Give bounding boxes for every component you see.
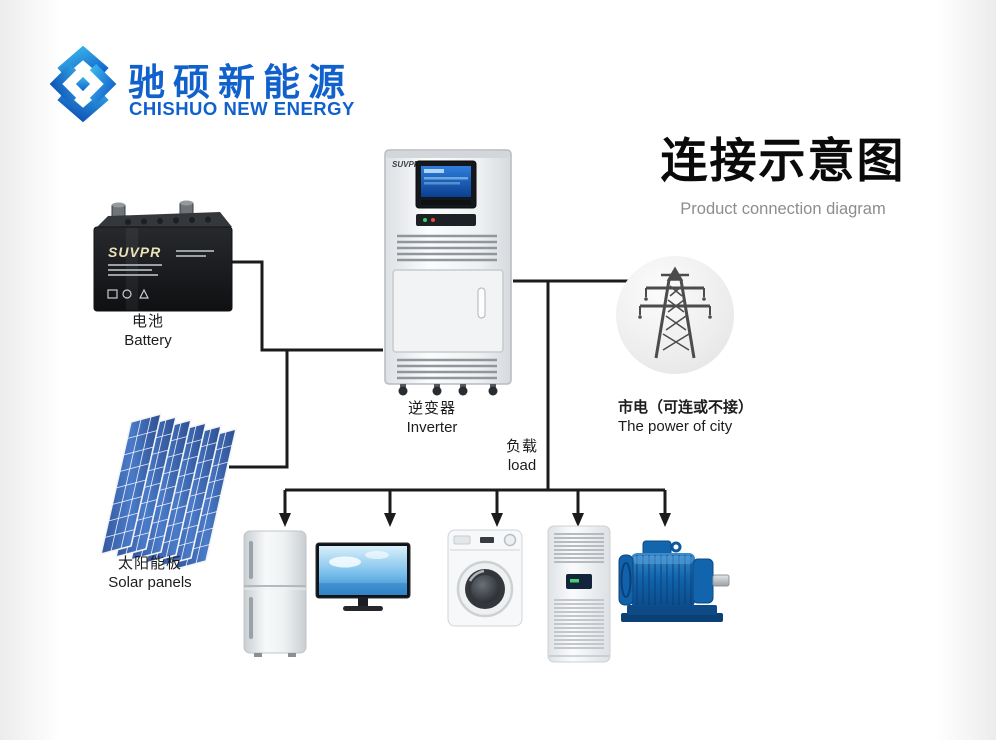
city-power-label: 市电（可连或不接） The power of city <box>618 398 808 436</box>
brand-logo-icon <box>49 45 117 123</box>
solar-panels-label-cn: 太阳能板 <box>117 555 182 572</box>
washing-machine-illustration <box>447 529 523 627</box>
inverter-brand-text: SUVPR <box>392 160 420 169</box>
wire-battery-inverter <box>228 260 383 352</box>
diagram-subtitle: Product connection diagram <box>680 200 886 218</box>
refrigerator-illustration <box>243 530 307 657</box>
city-power-label-en: The power of city <box>618 418 733 435</box>
load-label: 负载 load <box>494 437 550 475</box>
ac-lower-vents <box>554 599 604 649</box>
motor-illustration <box>618 540 730 622</box>
city-power-label-cn: 市电（可连或不接） <box>618 399 754 416</box>
inverter-label: 逆变器 Inverter <box>381 399 483 437</box>
wire-solar-inverter <box>229 350 289 469</box>
battery-illustration: SUVPR <box>93 200 233 312</box>
load-label-en: load <box>507 457 537 474</box>
battery-label-en: Battery <box>124 332 172 349</box>
inverter-label-en: Inverter <box>406 419 458 436</box>
solar-panels-label: 太阳能板 Solar panels <box>90 554 210 592</box>
wire-inverter-grid-load <box>513 279 630 490</box>
battery-brand-text: SUVPR <box>108 244 161 260</box>
air-conditioner-illustration <box>547 525 611 663</box>
load-arrowheads <box>279 513 671 527</box>
brand-name-en: CHISHUO NEW ENERGY <box>129 98 355 119</box>
battery-fine-print <box>108 250 214 276</box>
inverter-illustration: SUVPR <box>384 149 512 396</box>
inverter-label-cn: 逆变器 <box>407 400 456 417</box>
brand-name-cn: 驰硕新能源 <box>128 62 353 103</box>
load-label-cn: 负载 <box>505 438 538 455</box>
inverter-wheels <box>398 384 498 396</box>
inverter-control-strip <box>416 214 476 226</box>
monitor-illustration <box>315 542 411 611</box>
battery-label-cn: 电池 <box>131 313 164 330</box>
battery-warning-icons <box>107 288 149 299</box>
diagram-title: 连接示意图 <box>660 134 906 187</box>
battery-label: 电池 Battery <box>90 312 206 350</box>
inverter-door-handle <box>477 287 486 319</box>
inverter-lower-vents <box>397 358 497 380</box>
city-power-badge <box>616 256 734 374</box>
inverter-upper-vents <box>397 234 497 262</box>
solar-panels-illustration <box>100 413 237 570</box>
title-block: 连接示意图 Product connection diagram <box>648 122 918 219</box>
inverter-door <box>392 269 504 353</box>
power-tower-icon <box>638 266 712 359</box>
load-arrow-stems <box>283 490 667 514</box>
solar-panels-label-en: Solar panels <box>108 574 192 591</box>
motor-ribs <box>636 555 692 605</box>
ac-upper-vents <box>554 533 604 563</box>
